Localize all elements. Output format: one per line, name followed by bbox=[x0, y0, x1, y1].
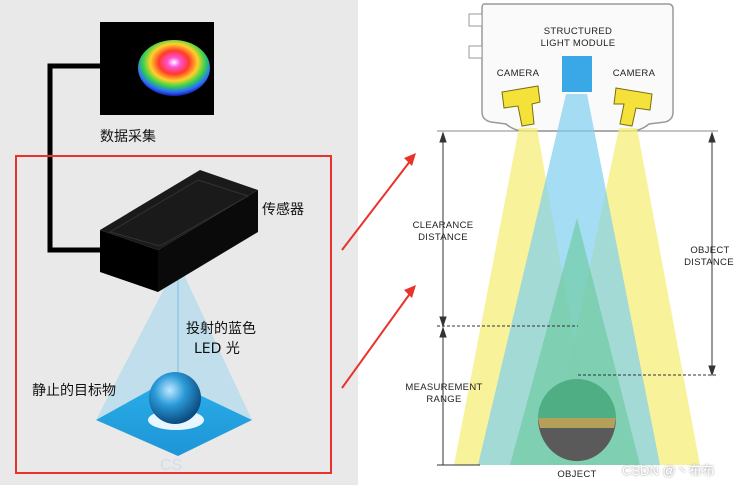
object-top bbox=[538, 379, 616, 418]
clearance-dimension bbox=[439, 131, 447, 328]
label-sensor: 传感器 bbox=[262, 202, 304, 218]
sphere-object bbox=[149, 372, 201, 424]
object-band bbox=[538, 418, 616, 428]
object-bottom bbox=[538, 418, 616, 462]
light-cone bbox=[96, 262, 252, 420]
highlight-box bbox=[15, 155, 332, 474]
label-object-distance-2: DISTANCE bbox=[684, 257, 734, 268]
label-measurement-1: MEASUREMENT bbox=[405, 382, 483, 393]
sensor-box bbox=[100, 170, 258, 292]
label-module-2: LIGHT MODULE bbox=[540, 38, 616, 49]
left-camera-icon bbox=[501, 85, 541, 127]
red-arrow-lower bbox=[341, 287, 415, 389]
label-camera-right: CAMERA bbox=[612, 68, 656, 79]
label-module-1: STRUCTURED bbox=[543, 26, 613, 37]
label-clearance-2: DISTANCE bbox=[418, 232, 468, 243]
label-projected-light-2: LED 光 bbox=[194, 341, 240, 357]
label-data-acquisition: 数据采集 bbox=[100, 129, 156, 145]
label-measurement-2: RANGE bbox=[426, 394, 462, 405]
label-clearance-1: CLEARANCE bbox=[412, 220, 474, 231]
left-watermark-fragment: CS bbox=[160, 457, 182, 474]
connector-bracket bbox=[47, 63, 100, 253]
label-object-distance-1: OBJECT bbox=[690, 245, 730, 256]
red-arrowhead-upper bbox=[404, 153, 416, 166]
heatmap-blob bbox=[138, 40, 210, 96]
structured-light-module bbox=[562, 56, 592, 92]
device-side-tab-top bbox=[468, 13, 483, 27]
device-side-tab-bottom bbox=[468, 45, 483, 59]
label-camera-left: CAMERA bbox=[496, 68, 540, 79]
right-camera-icon bbox=[613, 87, 653, 127]
watermark: CSDN @丶布布 bbox=[622, 463, 715, 478]
label-object: OBJECT bbox=[557, 469, 597, 480]
red-arrow-upper bbox=[341, 155, 415, 251]
measurement-dimension bbox=[439, 326, 447, 465]
label-static-object: 静止的目标物 bbox=[32, 383, 116, 399]
label-projected-light-1: 投射的蓝色 bbox=[186, 321, 256, 337]
object-distance-dimension bbox=[708, 131, 716, 377]
red-arrowhead-lower bbox=[404, 285, 416, 298]
